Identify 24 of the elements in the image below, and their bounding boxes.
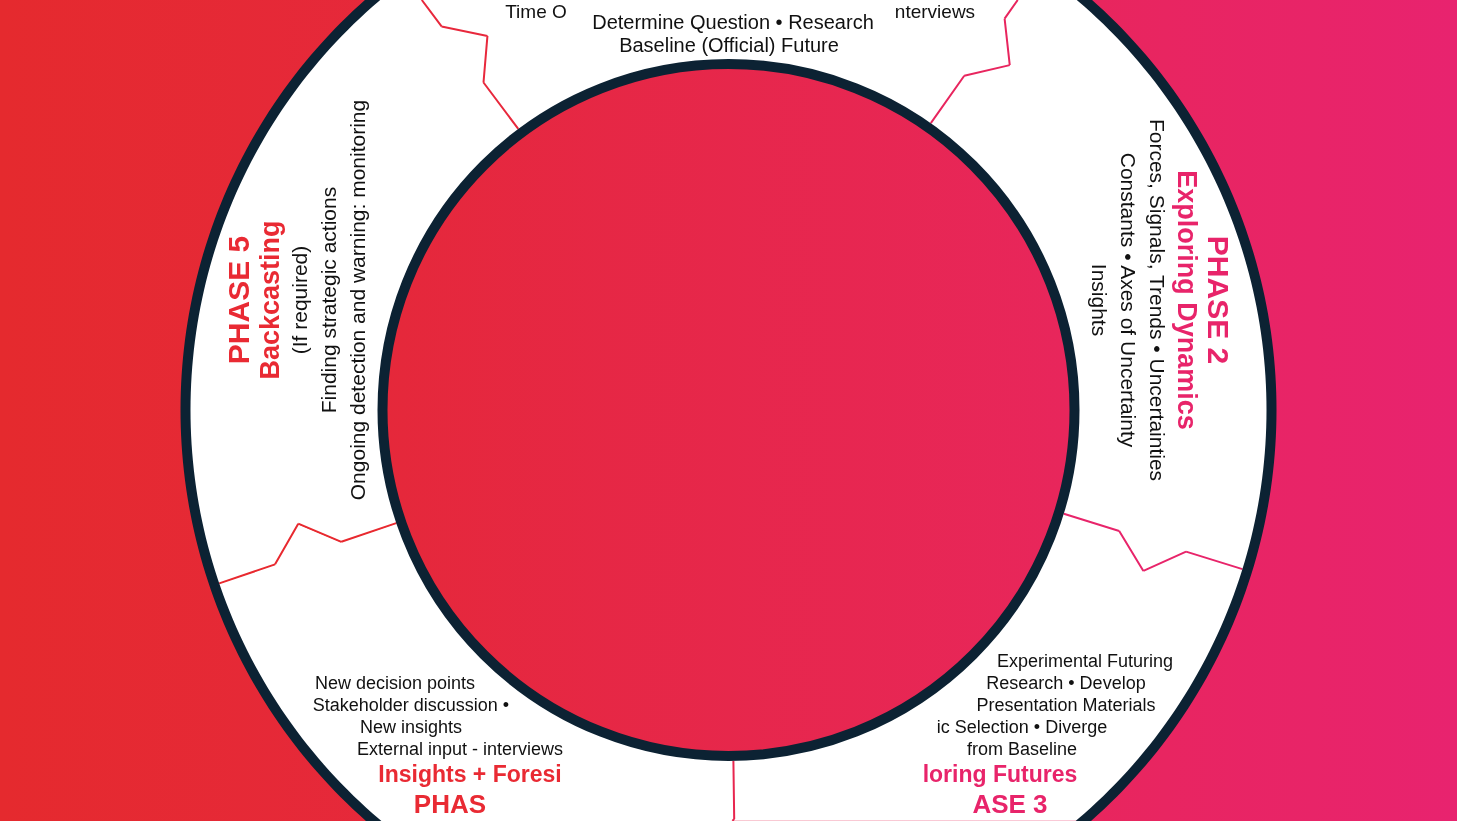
- phase-name: Insights + Foresi: [378, 761, 562, 788]
- phase-name: loring Futures: [922, 761, 1078, 788]
- activity-text: Time O: [505, 1, 567, 23]
- phase-name: Backcasting: [256, 220, 285, 380]
- activity-text: ic Selection • Diverge from Baseline: [935, 716, 1109, 760]
- phase-label: PHASE 5: [223, 235, 255, 365]
- activity-text: Experimental Futuring: [996, 650, 1174, 672]
- activity-text: Stakeholder discussion • New insights: [311, 694, 511, 738]
- phase-name: Exploring Dynamics: [1172, 170, 1201, 430]
- activity-text: Determine Question • Research: [592, 11, 874, 33]
- phase-label: ASE 3: [972, 789, 1048, 819]
- activity-text: Research • Develop Presentation Materials: [975, 672, 1157, 716]
- activity-text: Ongoing detection and warning: monitoring: [346, 99, 370, 501]
- activity-text: External input - interviews: [356, 738, 564, 760]
- activity-text: nterviews: [894, 1, 976, 23]
- activity-text: New decision points: [314, 672, 476, 694]
- phase-label: PHASE 2: [1202, 235, 1234, 365]
- activity-text: Insights: [1087, 263, 1111, 337]
- activity-text: Finding strategic actions: [317, 186, 341, 414]
- activity-text: (If required): [288, 245, 312, 355]
- activity-text: Forces, Signals, Trends • Uncertainties: [1145, 118, 1169, 482]
- activity-text: Constants • Axes of Uncertainty: [1116, 152, 1140, 448]
- phase-label: PHAS: [413, 789, 487, 819]
- activity-text: Baseline (Official) Future: [619, 34, 839, 56]
